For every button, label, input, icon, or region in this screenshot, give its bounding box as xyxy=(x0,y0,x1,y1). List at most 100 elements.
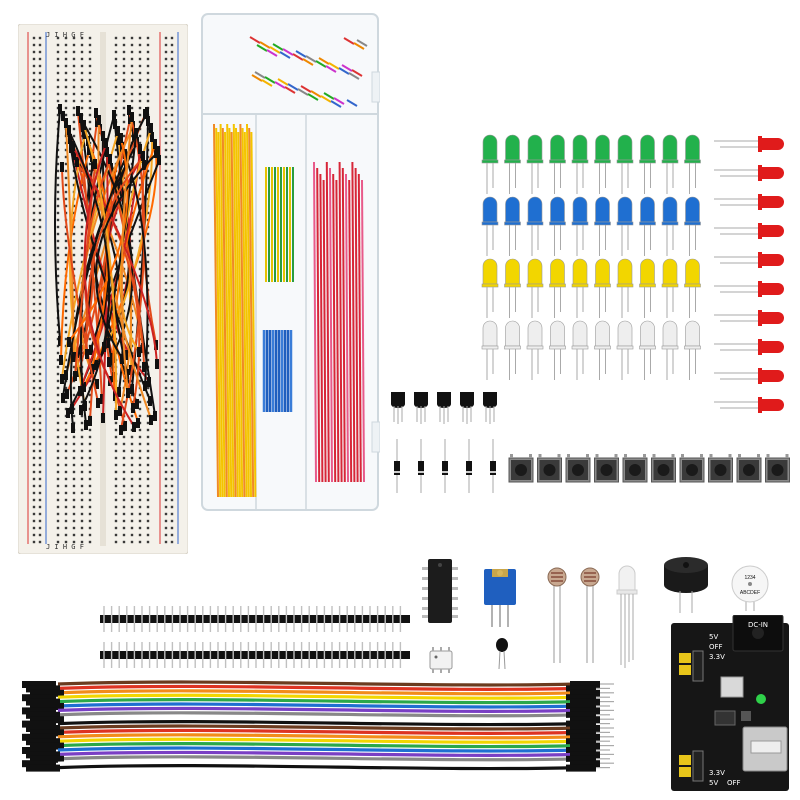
green-led xyxy=(661,134,679,194)
red-jumper-wire xyxy=(329,167,333,483)
right-header-label-5v: 5V xyxy=(709,779,718,787)
red-jumper-wire xyxy=(322,179,327,483)
yellow-led xyxy=(661,258,679,318)
ribbon-wire xyxy=(57,724,579,731)
yellow-led xyxy=(684,258,701,318)
red-led xyxy=(714,252,784,268)
short-jumper-wire xyxy=(292,53,304,61)
white-led xyxy=(526,320,544,380)
green-led xyxy=(504,134,521,194)
ribbon-wire xyxy=(57,728,579,735)
short-jumper-wire xyxy=(249,36,261,44)
green-led xyxy=(549,134,566,194)
white-led xyxy=(639,320,656,380)
breadboard-bottom-label: J I H G F xyxy=(46,540,166,552)
red-jumper-wire xyxy=(335,179,340,483)
green-led xyxy=(481,134,499,194)
short-jumper-wire xyxy=(272,43,284,51)
right-header-label-off: OFF xyxy=(727,779,741,787)
long-jumper-wire xyxy=(221,127,228,498)
white-led xyxy=(571,320,589,380)
jumper-wire xyxy=(54,109,61,341)
long-jumper-wire xyxy=(217,131,224,498)
piezo-label-2: ABCDEF xyxy=(740,590,760,596)
ic-chip xyxy=(418,555,462,627)
tactile-switch xyxy=(679,454,705,483)
blue-led xyxy=(684,196,701,256)
jumper-wire xyxy=(61,167,99,403)
white-led xyxy=(549,320,566,380)
pin-header xyxy=(100,651,410,659)
long-jumper-wire xyxy=(219,123,226,498)
red-led xyxy=(714,397,784,413)
dupont-housing xyxy=(570,742,600,750)
dupont-housing xyxy=(22,707,56,715)
dupont-housing xyxy=(30,755,64,763)
diode xyxy=(466,439,472,493)
long-jumper-wire xyxy=(232,123,239,498)
ribbon-wire xyxy=(57,698,579,705)
dupont-housing xyxy=(30,689,64,697)
dupont-housing xyxy=(30,742,64,750)
ribbon-wire xyxy=(57,706,579,713)
short-jumper-wire xyxy=(346,99,358,107)
tactile-switch xyxy=(594,454,619,483)
dupont-housing xyxy=(22,694,56,702)
long-jumper-wire xyxy=(239,123,246,498)
dupont-housing xyxy=(22,720,56,728)
power-supply-module: DC-IN 5V OFF 3.3V 5V OFF 3.3V xyxy=(665,615,795,795)
yellow-led xyxy=(526,258,544,318)
long-jumper-wire xyxy=(250,131,257,498)
white-led xyxy=(661,320,679,380)
ribbon-wire xyxy=(57,750,579,757)
dupont-housing xyxy=(566,685,596,693)
green-led xyxy=(526,134,544,194)
blue-led xyxy=(549,196,566,256)
ribbon-wire xyxy=(57,720,579,727)
short-jumper-wire xyxy=(297,88,309,96)
short-jumper-wire xyxy=(356,39,368,47)
red-led xyxy=(714,339,784,355)
dupont-housing xyxy=(566,711,596,719)
jumper-wire xyxy=(68,130,111,410)
long-jumper-wire xyxy=(230,131,237,498)
jumper-wire-box xyxy=(200,12,380,512)
short-jumper-wire xyxy=(330,100,342,108)
dupont-housing xyxy=(570,751,600,759)
red-jumper-wire xyxy=(338,161,343,483)
red-jumper-wire xyxy=(354,167,359,483)
long-jumper-wire xyxy=(248,127,255,498)
photoresistor xyxy=(580,567,600,663)
dupont-housing xyxy=(566,703,596,710)
capacitor xyxy=(492,635,512,670)
blue-led xyxy=(616,196,634,256)
dupont-housing xyxy=(30,729,64,737)
dc-jack-label: DC-IN xyxy=(748,621,768,629)
tactile-switch xyxy=(565,454,591,483)
short-jumper-wire xyxy=(266,49,278,57)
led-array xyxy=(475,130,715,390)
dupont-housing xyxy=(570,716,600,724)
dupont-housing xyxy=(30,716,64,724)
green-led xyxy=(684,134,701,194)
green-led xyxy=(594,134,611,194)
long-jumper-wire xyxy=(228,127,235,498)
white-led xyxy=(594,320,611,380)
diode xyxy=(490,439,496,493)
blue-led xyxy=(639,196,656,256)
yellow-led xyxy=(481,258,499,318)
dupont-housing xyxy=(26,751,60,759)
short-jumper-wire xyxy=(261,79,273,87)
dupont-housing xyxy=(26,738,60,746)
ribbon-wire xyxy=(57,702,579,709)
blue-led xyxy=(504,196,521,256)
short-jumper-wire xyxy=(315,60,327,68)
short-jumper-wire xyxy=(333,97,345,105)
diode xyxy=(442,439,448,493)
ribbon-wire xyxy=(57,689,579,696)
red-led-column xyxy=(712,132,792,417)
short-jumper-wire xyxy=(310,90,322,98)
jumper-wire xyxy=(107,137,154,343)
potentiometer xyxy=(480,565,520,630)
ribbon-wire xyxy=(57,680,579,687)
